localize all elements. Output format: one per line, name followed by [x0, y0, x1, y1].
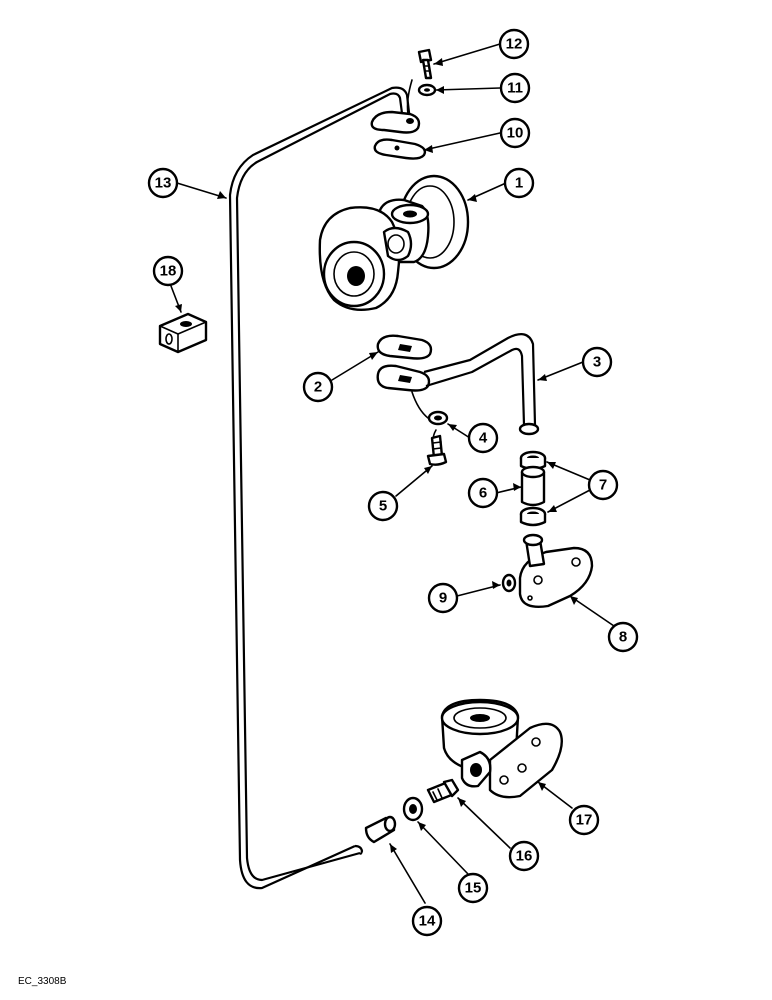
callout-16: 16: [508, 840, 540, 872]
callout-label: 1: [515, 175, 523, 192]
callout-17: 17: [568, 804, 600, 836]
part-13-oil-tube: [228, 86, 412, 890]
leader-lines: [170, 43, 615, 904]
callout-4: 4: [467, 422, 499, 454]
part-15-nut: [402, 796, 424, 822]
callout-label: 3: [593, 354, 601, 371]
part-18-clamp: [158, 312, 208, 354]
callout-3: 3: [581, 346, 613, 378]
callout-9: 9: [427, 582, 459, 614]
part-7-clamp-lower: [519, 506, 547, 527]
callout-label: 2: [314, 379, 322, 396]
part-10-gasket: [373, 138, 427, 160]
part-8-return-flange: [518, 533, 594, 608]
callout-label: 13: [155, 175, 172, 192]
callout-11: 11: [499, 72, 531, 104]
callout-8: 8: [607, 621, 639, 653]
callout-label: 15: [465, 880, 482, 897]
callout-7: 7: [587, 469, 619, 501]
part-6-hose: [520, 465, 546, 507]
callout-label: 9: [439, 590, 447, 607]
callout-label: 8: [619, 629, 627, 646]
part-12-bolt: [417, 48, 433, 80]
callout-label: 5: [379, 498, 387, 515]
callout-label: 12: [506, 36, 523, 53]
callout-13: 13: [147, 167, 179, 199]
drawing-code: EC_3308B: [18, 976, 67, 987]
callout-label: 18: [160, 263, 177, 280]
callout-label: 16: [516, 848, 533, 865]
callout-10: 10: [499, 117, 531, 149]
callout-label: 11: [507, 80, 523, 97]
callout-label: 10: [507, 125, 524, 142]
part-16-connector: [426, 778, 460, 804]
part-3-oil-feed-tube: [376, 333, 540, 436]
callout-5: 5: [367, 490, 399, 522]
callout-12: 12: [498, 28, 530, 60]
callout-6: 6: [467, 477, 499, 509]
callout-14: 14: [411, 905, 443, 937]
part-17-filter-adapter: [440, 698, 563, 799]
callout-18: 18: [152, 255, 184, 287]
tube-top-flange: [370, 79, 421, 134]
callout-15: 15: [457, 872, 489, 904]
callout-2: 2: [302, 371, 334, 403]
part-1-turbocharger: [318, 174, 470, 311]
callout-label: 7: [599, 477, 607, 494]
callout-label: 4: [479, 430, 488, 447]
callout-1: 1: [503, 167, 535, 199]
part-7-clamp-upper: [519, 450, 547, 471]
part-5-bolt: [426, 434, 448, 466]
part-2-gasket: [376, 334, 433, 360]
callout-label: 6: [479, 485, 487, 502]
callout-label: 17: [576, 812, 593, 829]
callout-label: 14: [419, 913, 436, 930]
part-9-washer: [501, 573, 517, 593]
part-14-hose: [364, 815, 397, 844]
part-11-washer: [417, 83, 437, 97]
